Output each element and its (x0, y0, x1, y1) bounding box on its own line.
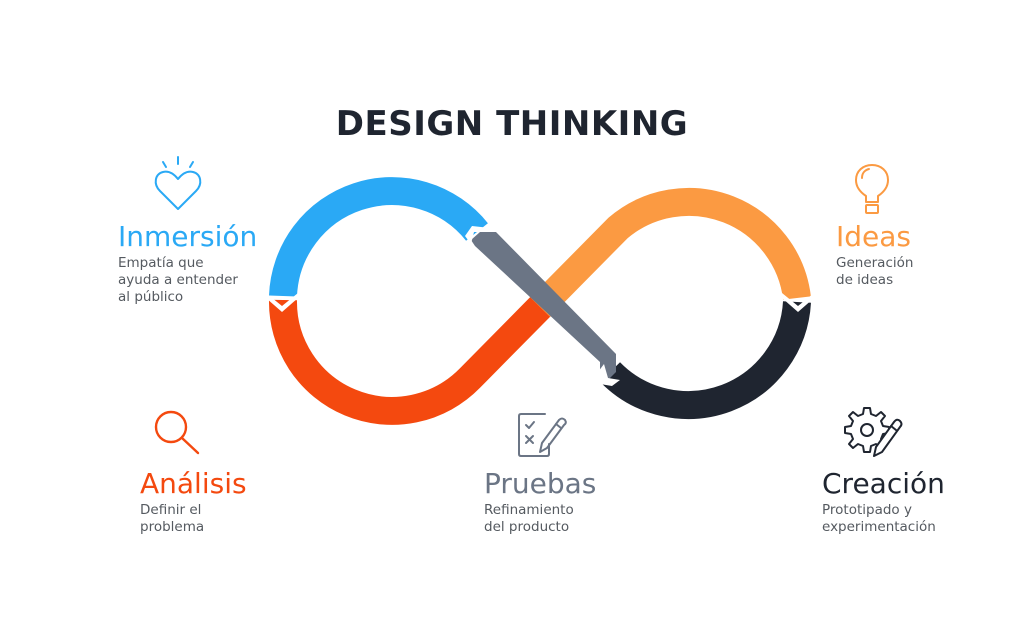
stage-description-line: de ideas (836, 272, 894, 288)
gear-pencil-icon (844, 407, 903, 457)
stage-creacion: Creación Prototipado y experimentación (822, 468, 945, 536)
lightbulb-icon (855, 164, 889, 214)
notch-left (266, 293, 298, 312)
stage-description-line: Empatía que (118, 255, 204, 271)
stage-description-line: al público (118, 289, 184, 305)
notch-top (465, 226, 490, 244)
analisis-segment (268, 290, 557, 425)
stage-description-line: Definir el (140, 502, 202, 518)
pruebas-segment (471, 232, 616, 382)
stage-description-line: del producto (484, 519, 570, 535)
stage-inmersion: Inmersión Empatía que ayuda a entender a… (118, 221, 257, 306)
stage-analisis: Análisis Definir el problema (140, 468, 247, 536)
stage-pruebas: Pruebas Refinamiento del producto (484, 468, 596, 536)
stage-description-line: experimentación (822, 519, 936, 535)
stage-description-line: Refinamiento (484, 502, 574, 518)
stage-description-line: Prototipado y (822, 502, 912, 518)
notch-right (782, 293, 814, 312)
checklist-pencil-icon (518, 413, 567, 457)
creacion-segment (599, 300, 811, 419)
stage-title: Creación (822, 467, 945, 500)
stage-title: Análisis (140, 467, 247, 500)
stage-title: Pruebas (484, 467, 597, 500)
stage-description-line: problema (140, 519, 205, 535)
stage-description-line: Generación (836, 255, 914, 271)
ideas-segment (530, 187, 811, 317)
stage-title: Inmersión (118, 220, 258, 253)
stage-title: Ideas (836, 220, 912, 253)
inmersion-segment (269, 177, 488, 297)
magnifier-icon (154, 410, 200, 455)
diagram-title: DESIGN THINKING (335, 104, 689, 144)
heart-icon (154, 156, 202, 210)
stage-ideas: Ideas Generación de ideas (836, 221, 913, 289)
notch-bottom (598, 364, 620, 386)
stage-description-line: ayuda a entender (118, 272, 238, 288)
